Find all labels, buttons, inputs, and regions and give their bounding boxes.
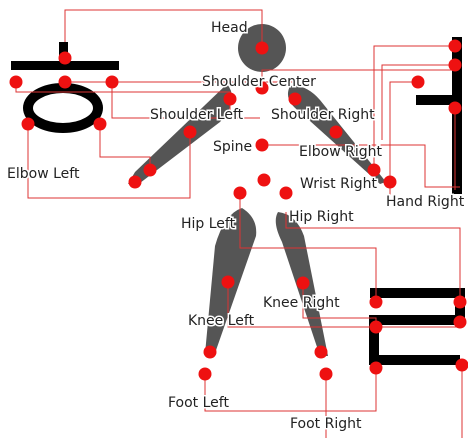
joint-eo-upper [449,59,462,72]
label-shoulder-right: Shoulder Right [271,107,375,123]
joint-shoulder-left [224,93,237,106]
joint-rieul-bottom-left [370,362,383,375]
joint-hieut-top [59,52,72,65]
joint-eo-mid [449,102,462,115]
joint-rieul-top-right [454,296,467,309]
label-spine: Spine [213,139,252,155]
joint-elbow-right [330,126,343,139]
joint-spine [256,139,269,152]
joint-eo-left [412,76,425,89]
joint-hand-left [129,176,142,189]
label-knee-right: Knee Right [263,295,340,311]
label-wrist-right: Wrist Right [300,176,377,192]
joint-rieul-mid-left [370,321,383,334]
label-hip-right: Hip Right [289,209,354,225]
connector-elbow-left-2 [100,124,150,170]
joint-hieut-bar-left [10,76,23,89]
joint-rieul-top-left [370,296,383,309]
label-shoulder-left: Shoulder Left [150,107,244,123]
joint-hand-right [384,176,397,189]
joint-hip-right [280,187,293,200]
joint-knee-right [297,277,310,290]
joint-hieut-circle-left [22,118,35,131]
joint-hieut-circle-right [94,118,107,131]
label-shoulder-center: Shoulder Center [202,74,316,90]
connector-eo-1 [374,46,455,185]
joint-ankle-right [315,346,328,359]
joint-knee-left [222,276,235,289]
label-foot-left: Foot Left [168,395,229,411]
joint-rieul-bottom-right [456,359,468,372]
joint-wrist-left [144,164,157,177]
joint-foot-left [199,368,212,381]
label-elbow-right: Elbow Right [299,144,382,160]
eo-horizontal-stroke [416,95,456,105]
joint-eo-top [449,40,462,53]
joint-hieut-bar-right [106,76,119,89]
label-foot-right: Foot Right [290,416,362,432]
label-head: Head [211,20,248,36]
label-knee-left: Knee Left [188,313,255,329]
joint-hieut-bar-mid [59,76,72,89]
joint-wrist-right [368,164,381,177]
label-hip-left: Hip Left [181,216,236,232]
joint-hip-center [258,174,271,187]
joint-head [256,42,269,55]
connector-foot-left [205,368,376,411]
joint-elbow-left [184,126,197,139]
label-elbow-left: Elbow Left [7,166,80,182]
joint-rieul-mid-right [454,316,467,329]
hieut-circle-stroke [28,88,98,128]
joint-ankle-left [204,346,217,359]
joint-shoulder-right [289,93,302,106]
joint-hip-left [234,187,247,200]
label-hand-right: Hand Right [386,194,465,210]
joint-foot-right [320,368,333,381]
